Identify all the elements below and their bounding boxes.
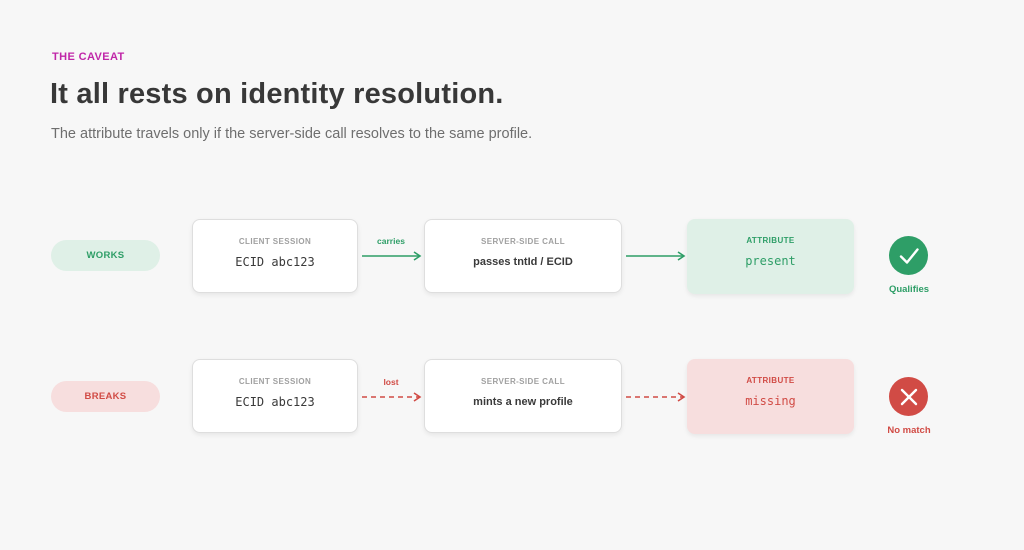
client-session-label: CLIENT SESSION [238, 377, 312, 386]
cross-icon [889, 377, 928, 416]
server-side-call-value: passes tntId / ECID [473, 256, 573, 268]
arrow-label-lost: lost [383, 377, 399, 387]
server-side-call-label: SERVER-SIDE CALL [480, 377, 566, 386]
arrow-client-to-server-works [362, 251, 422, 261]
server-side-call-card-breaks: SERVER-SIDE CALL mints a new profile [424, 359, 622, 433]
status-text-no-match: No match [887, 425, 931, 436]
arrow-client-to-server-breaks [362, 392, 422, 402]
server-side-call-label: SERVER-SIDE CALL [480, 237, 566, 246]
client-session-card-breaks: CLIENT SESSION ECID abc123 [192, 359, 358, 433]
arrow-server-to-attribute-breaks [626, 392, 686, 402]
client-session-value: ECID abc123 [235, 255, 315, 269]
attribute-value: missing [745, 394, 796, 408]
breaks-pill: BREAKS [51, 381, 160, 412]
eyebrow-label: THE CAVEAT [52, 51, 125, 63]
attribute-label: ATTRIBUTE [746, 236, 795, 245]
works-pill: WORKS [51, 240, 160, 271]
client-session-label: CLIENT SESSION [238, 237, 312, 246]
server-side-call-card-works: SERVER-SIDE CALL passes tntId / ECID [424, 219, 622, 293]
arrow-server-to-attribute-works [626, 251, 686, 261]
client-session-value: ECID abc123 [235, 395, 315, 409]
page-title: It all rests on identity resolution. [50, 78, 504, 110]
server-side-call-value: mints a new profile [473, 396, 573, 408]
attribute-label: ATTRIBUTE [746, 376, 795, 385]
page-subtitle: The attribute travels only if the server… [51, 126, 533, 142]
arrow-label-carries: carries [377, 236, 405, 246]
status-text-qualifies: Qualifies [888, 284, 930, 295]
attribute-card-works: ATTRIBUTE present [687, 219, 854, 294]
checkmark-icon [889, 236, 928, 275]
client-session-card-works: CLIENT SESSION ECID abc123 [192, 219, 358, 293]
attribute-value: present [745, 254, 796, 268]
attribute-card-breaks: ATTRIBUTE missing [687, 359, 854, 434]
